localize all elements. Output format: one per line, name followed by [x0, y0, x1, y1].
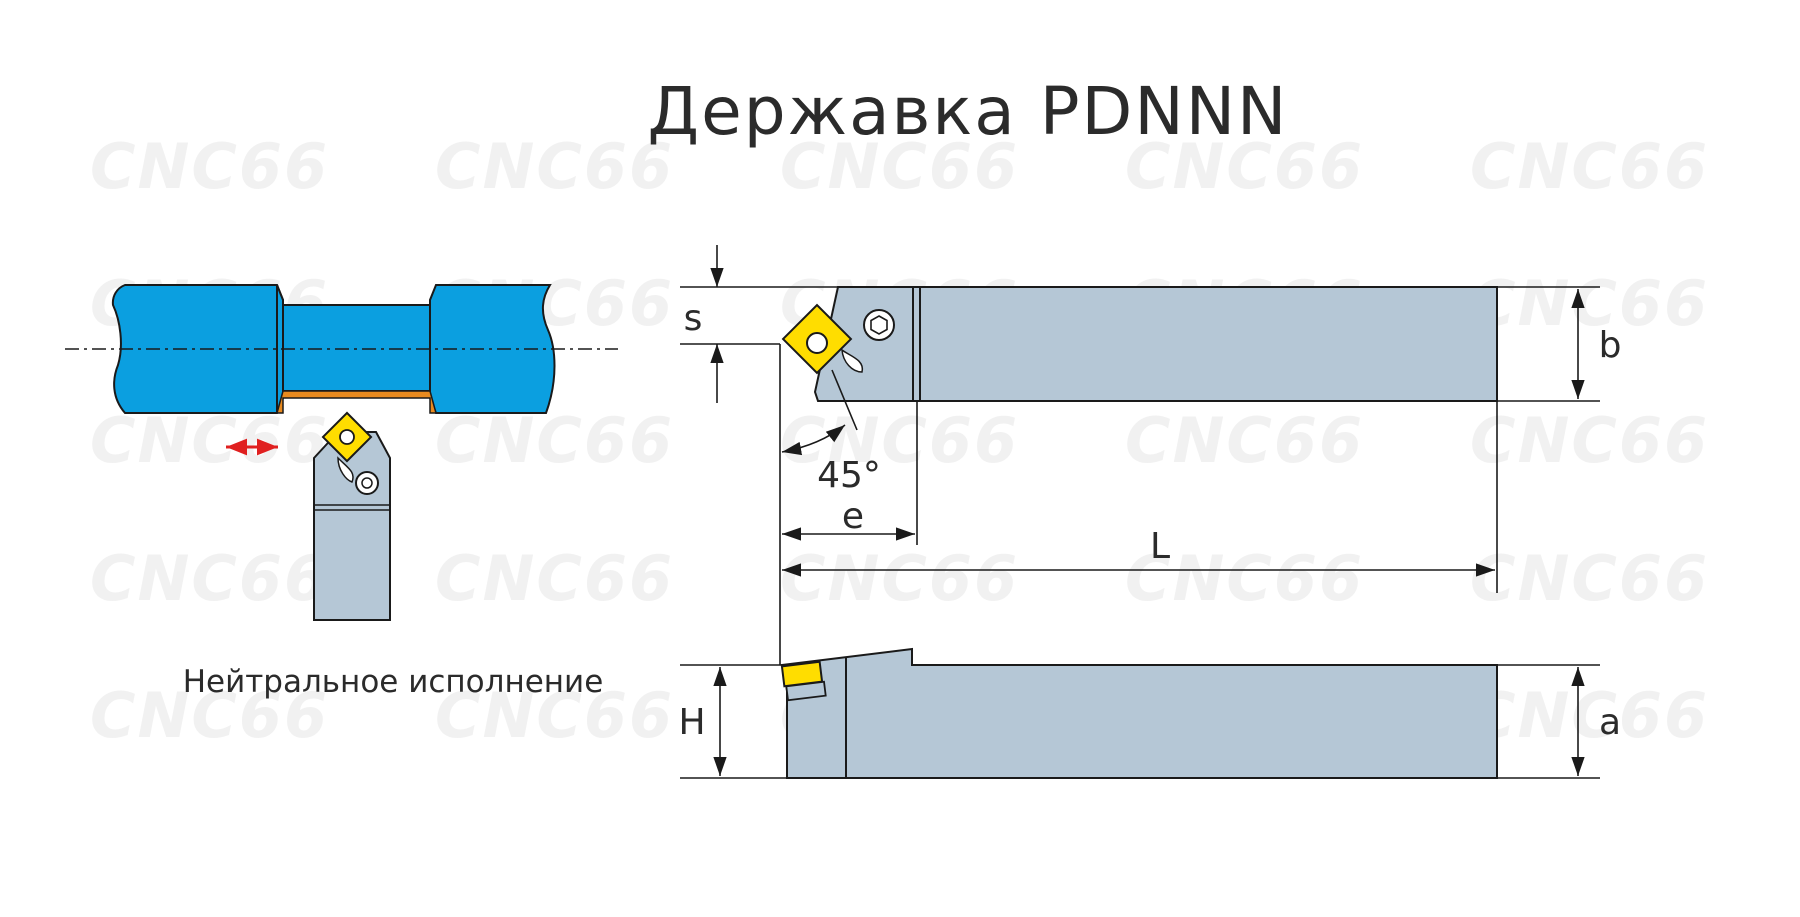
dimension-H-label: H — [678, 702, 705, 743]
workpiece-neck — [282, 304, 431, 392]
holder-side-view — [780, 647, 1498, 779]
watermark-logo: CNC66 — [780, 542, 1019, 615]
workpiece-right-section — [429, 284, 556, 414]
dimension-s-label: s — [684, 298, 703, 339]
page-title: Державка PDNNN — [648, 73, 1289, 150]
watermark-logo: CNC66 — [90, 679, 329, 752]
holder-top-body — [813, 286, 1498, 402]
watermark-logo: CNC66 — [90, 404, 329, 477]
insert-hole — [339, 429, 355, 445]
screw-icon — [361, 477, 373, 489]
watermark-logo: CNC66 — [1125, 130, 1364, 203]
clamp-icon — [841, 348, 864, 373]
watermark-row: CNC66 CNC66 CNC66 CNC66 CNC66 — [90, 130, 1709, 203]
clamp-icon — [337, 456, 354, 483]
watermark-logo: CNC66 — [1470, 404, 1709, 477]
watermark-logo: CNC66 — [435, 679, 674, 752]
watermark-logo: CNC66 — [780, 130, 1019, 203]
screw-icon — [355, 471, 379, 495]
watermark-logo: CNC66 — [1470, 542, 1709, 615]
watermark-logo: CNC66 — [1125, 404, 1364, 477]
watermark-logo: CNC66 — [435, 130, 674, 203]
insert-seat — [785, 680, 827, 702]
dimension-b-label: b — [1599, 325, 1622, 366]
watermark-logo: CNC66 — [90, 130, 329, 203]
insert-hole — [806, 332, 828, 354]
watermark-logo: CNC66 — [1470, 130, 1709, 203]
angle-arc — [781, 424, 846, 456]
watermark-logo: CNC66 — [90, 542, 329, 615]
dimension-e-label: e — [842, 496, 864, 537]
hex-socket-icon — [870, 315, 888, 335]
workpiece-left-section — [111, 284, 284, 414]
watermark-logo: CNC66 — [1470, 679, 1709, 752]
dimension-a-label: a — [1599, 702, 1621, 743]
watermark-logo: CNC66 — [1470, 267, 1709, 340]
angle-label: 45° — [817, 455, 881, 496]
caption-neutral-version: Нейтральное исполнение — [183, 664, 604, 700]
watermark-logo: CNC66 — [780, 404, 1019, 477]
small-holder-body — [313, 431, 391, 621]
watermark-logo: CNC66 — [435, 542, 674, 615]
watermark-row: CNC66 CNC66 CNC66 CNC66 CNC66 — [90, 542, 1709, 615]
watermark-logo: CNC66 — [435, 404, 674, 477]
angle-reference-line — [831, 369, 858, 431]
watermark-logo: CNC66 — [1125, 542, 1364, 615]
holder-side-body — [780, 647, 1498, 779]
workpiece-illustration — [65, 284, 618, 414]
machined-surface — [276, 390, 437, 414]
small-holder — [313, 411, 391, 621]
screw-icon — [863, 309, 895, 341]
dimension-L-label: L — [1150, 526, 1170, 567]
holder-top-view — [781, 286, 1498, 402]
